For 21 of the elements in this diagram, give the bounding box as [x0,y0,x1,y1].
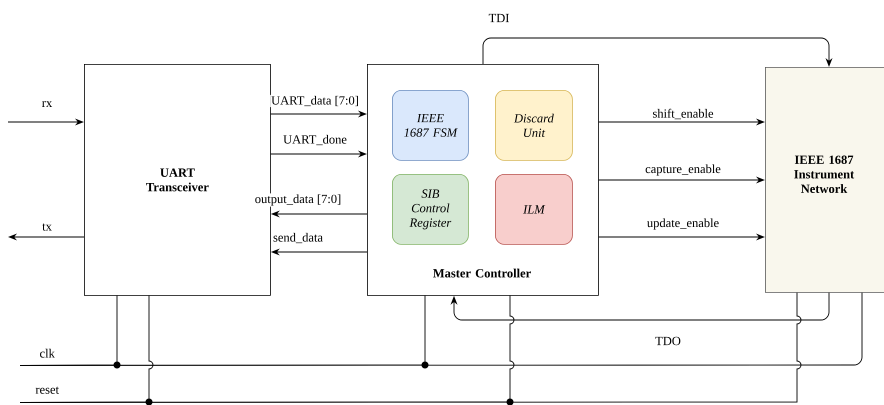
edge-label: UART_data [7:0] [270,94,360,108]
signal-name: reset [36,386,59,394]
network-box: IEEE 1687 Instrument Network [765,67,884,293]
edge-label: rx [40,100,54,108]
module-box: IEEE 1687 FSM [392,90,469,161]
edge-label: TDO [654,336,682,346]
bus-line [20,292,802,403]
edge-label: output_data [7:0] [254,193,342,207]
module-box: SIB Control Register [392,174,469,245]
module-box: ILM [495,174,573,245]
edge-label: update_enable [646,217,720,231]
edge-label: TDI [488,12,510,24]
edge-label: capture_enable [644,163,722,177]
edge-label: send_data [272,232,324,244]
module-box: Discard Unit [495,90,573,161]
signal-name: clk [40,348,55,358]
arrow [450,292,830,320]
edge-label: tx [41,222,53,232]
bus-line [20,292,862,366]
edge-label: UART_done [282,134,348,146]
edge-label: shift_enable [651,108,715,120]
